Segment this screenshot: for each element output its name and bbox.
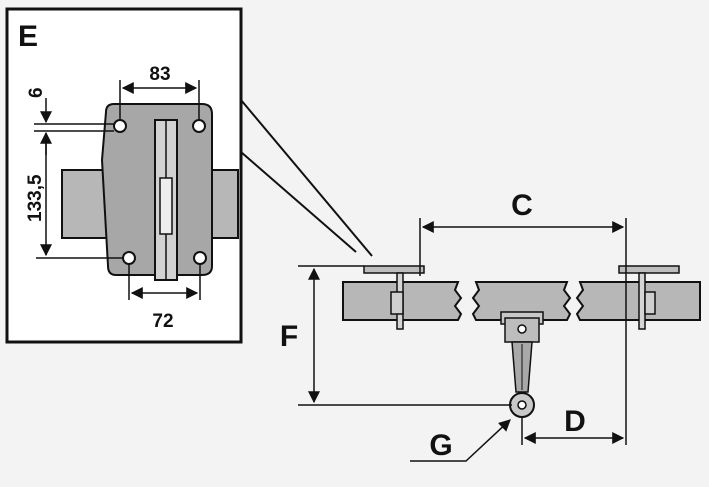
hole-bottom-left (122, 251, 136, 265)
dim-label-72: 72 (152, 311, 173, 332)
bracket-hinge (159, 177, 173, 235)
dim-label-f: F (280, 320, 298, 353)
beam-segment-middle (471, 281, 572, 321)
dim-label-d: D (564, 405, 586, 438)
hole-top-right (192, 119, 206, 133)
label-g: G (429, 429, 452, 462)
dim-label-6: 6 (26, 87, 47, 98)
inset-detail-e: E 83 6 133,5 72 (5, 7, 243, 344)
dim-label-c: C (511, 189, 533, 222)
dim-label-133-5: 133,5 (25, 174, 46, 222)
main-assembly (342, 265, 701, 418)
hole-top-left (113, 119, 127, 133)
dim-label-83: 83 (149, 64, 170, 85)
bracket-plate-left (363, 265, 425, 274)
bracket-plate-right (618, 265, 680, 274)
inset-label-e: E (18, 20, 38, 53)
callout-line-upper (240, 99, 373, 257)
callout-line-lower (240, 151, 357, 253)
leader-line-g (410, 419, 511, 462)
hole-bottom-right (193, 251, 207, 265)
bracket-stem-right (638, 272, 646, 330)
